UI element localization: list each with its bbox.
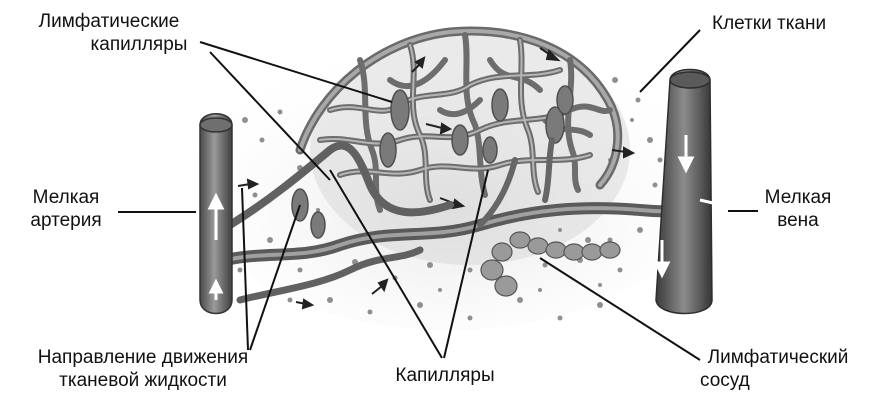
label-tissue-cells: Клетки ткани (712, 12, 826, 35)
label-lymphatic-capillaries-line1: Лимфатические (14, 10, 204, 33)
label-fluid-direction-line2: тканевой жидкости (12, 369, 274, 392)
label-small-artery-line2: артерия (14, 209, 118, 232)
label-fluid-direction-line1: Направление движения (12, 346, 274, 369)
label-capillaries: Капилляры (380, 364, 510, 387)
label-small-vein: Мелкая вена (760, 186, 836, 232)
label-lymphatic-capillaries-line2: капилляры (14, 33, 204, 56)
label-capillaries-text: Капилляры (380, 364, 510, 387)
label-small-artery-line1: Мелкая (14, 186, 118, 209)
label-tissue-cells-text: Клетки ткани (712, 12, 826, 35)
label-small-artery: Мелкая артерия (14, 186, 118, 232)
small-artery (200, 114, 232, 314)
label-lymphatic-vessel-line2: сосуд (700, 369, 856, 392)
label-small-vein-line1: Мелкая (760, 186, 836, 209)
label-lymphatic-capillaries: Лимфатические капилляры (14, 10, 204, 56)
label-lymphatic-vessel-line1: Лимфатический (700, 346, 856, 369)
label-small-vein-line2: вена (760, 209, 836, 232)
label-fluid-direction: Направление движения тканевой жидкости (12, 346, 274, 392)
tissue-background (190, 30, 710, 330)
label-lymphatic-vessel: Лимфатический сосуд (700, 346, 856, 392)
